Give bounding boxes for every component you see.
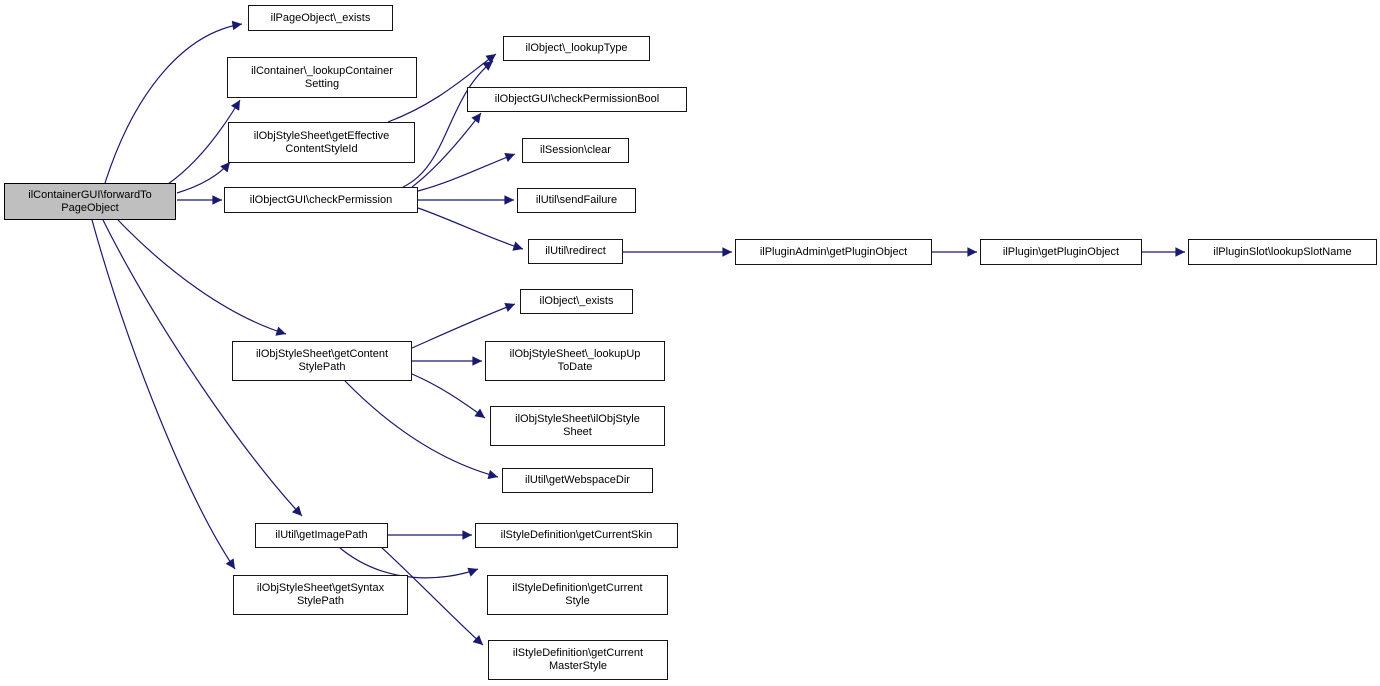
node-ilPluginSlot-lookupSlotName[interactable]: ilPluginSlot\lookupSlotName [1188, 239, 1377, 265]
node-label: ilUtil\redirect [545, 245, 606, 257]
edge-checkPermission-to-lookupType [402, 60, 494, 188]
edge-root-to-ilObjStyleSheet-getSyntaxStylePath [91, 219, 236, 570]
node-ilStyleDefinition-getCurrentSkin[interactable]: ilStyleDefinition\getCurrentSkin [475, 523, 678, 548]
edge-getContentStylePath-to-getWebspaceDir [344, 380, 499, 480]
node-ilObject-lookupType[interactable]: ilObject\_lookupType [503, 36, 650, 61]
node-ilContainerGUI-forwardToPageObject: ilContainerGUI\forwardTo PageObject [4, 183, 176, 220]
node-ilObjStyleSheet-getSyntaxStylePath[interactable]: ilObjStyleSheet\getSyntax StylePath [233, 575, 408, 615]
node-label: ilObjectGUI\checkPermissionBool [494, 93, 660, 105]
edge-getImagePath-to-getCurrentMasterStyle [379, 545, 484, 646]
node-ilUtil-getWebspaceDir[interactable]: ilUtil\getWebspaceDir [502, 468, 653, 493]
node-ilSession-clear[interactable]: ilSession\clear [522, 138, 629, 163]
edge-root-to-ilUtil-getImagePath [102, 219, 303, 517]
node-label: ilObject\_exists [539, 295, 614, 307]
node-label: ilObjStyleSheet\getContent StylePath [255, 348, 389, 373]
node-label: ilUtil\getWebspaceDir [525, 474, 630, 486]
node-ilObjStyleSheet-getContentStylePath[interactable]: ilObjStyleSheet\getContent StylePath [232, 341, 412, 381]
node-label: ilObjectGUI\checkPermission [249, 193, 393, 206]
node-ilStyleDefinition-getCurrentStyle[interactable]: ilStyleDefinition\getCurrent Style [487, 575, 668, 615]
node-ilObjStyleSheet-lookupUpToDate[interactable]: ilObjStyleSheet\_lookupUp ToDate [485, 341, 665, 381]
node-ilUtil-sendFailure[interactable]: ilUtil\sendFailure [517, 188, 636, 213]
node-ilUtil-getImagePath[interactable]: ilUtil\getImagePath [255, 523, 388, 548]
edge-checkPermission-to-ilUtil-redirect [417, 207, 524, 251]
node-label: ilObjStyleSheet\getEffective ContentStyl… [253, 129, 390, 155]
node-ilObjStyleSheet-ilObjStyleSheet[interactable]: ilObjStyleSheet\ilObjStyle Sheet [490, 406, 665, 446]
node-ilStyleDefinition-getCurrentMasterStyle[interactable]: ilStyleDefinition\getCurrent MasterStyle [488, 640, 668, 680]
node-ilContainer-lookupContainerSetting[interactable]: ilContainer\_lookupContainer Setting [227, 57, 417, 98]
node-label: ilStyleDefinition\getCurrentSkin [500, 529, 653, 541]
node-label: ilSession\clear [540, 144, 611, 156]
edge-checkPermission-to-ilSession-clear [417, 152, 516, 192]
edge-root-to-ilContainer-lookupContainerSetting [167, 99, 241, 185]
node-label: ilPlugin\getPluginObject [1002, 245, 1120, 258]
node-label: ilUtil\getImagePath [275, 529, 368, 541]
node-label: ilObjStyleSheet\ilObjStyle Sheet [515, 413, 640, 438]
node-label: ilObjStyleSheet\getSyntax StylePath [256, 582, 385, 607]
node-ilObjectGUI-checkPermission[interactable]: ilObjectGUI\checkPermission [224, 187, 418, 213]
edge-root-to-ilPageObject-exists [104, 20, 243, 184]
node-label: ilPluginAdmin\getPluginObject [759, 245, 908, 258]
node-ilPageObject-exists[interactable]: ilPageObject\_exists [248, 5, 393, 31]
node-label: ilContainer\_lookupContainer Setting [251, 64, 393, 90]
node-ilObject-exists[interactable]: ilObject\_exists [520, 289, 633, 314]
node-label: ilUtil\sendFailure [535, 194, 618, 206]
node-label: ilStyleDefinition\getCurrent MasterStyle [512, 647, 644, 672]
node-ilObjectGUI-checkPermissionBool[interactable]: ilObjectGUI\checkPermissionBool [467, 87, 687, 112]
node-label: ilContainerGUI\forwardTo PageObject [28, 188, 152, 214]
edge-getContentStylePath-to-ilObject-exists [411, 302, 516, 349]
node-ilPlugin-getPluginObject[interactable]: ilPlugin\getPluginObject [980, 239, 1142, 265]
edge-checkPermission-to-checkPermissionBool [411, 112, 482, 188]
node-label: ilPageObject\_exists [270, 11, 371, 24]
node-label: ilPluginSlot\lookupSlotName [1213, 245, 1352, 258]
edge-root-to-ilObjStyleSheet-getEffectiveContentStyleId [176, 161, 231, 194]
node-ilPluginAdmin-getPluginObject[interactable]: ilPluginAdmin\getPluginObject [735, 239, 932, 265]
node-ilObjStyleSheet-getEffectiveContentStyleId[interactable]: ilObjStyleSheet\getEffective ContentStyl… [228, 122, 415, 163]
node-label: ilObjStyleSheet\_lookupUp ToDate [509, 348, 641, 373]
edge-getContentStylePath-to-ilObjStyleSheet-ctor [411, 373, 486, 419]
node-label: ilObject\_lookupType [525, 42, 628, 54]
node-label: ilStyleDefinition\getCurrent Style [512, 582, 643, 607]
edge-root-to-ilObjStyleSheet-getContentStylePath [117, 219, 287, 336]
node-ilUtil-redirect[interactable]: ilUtil\redirect [528, 239, 623, 264]
